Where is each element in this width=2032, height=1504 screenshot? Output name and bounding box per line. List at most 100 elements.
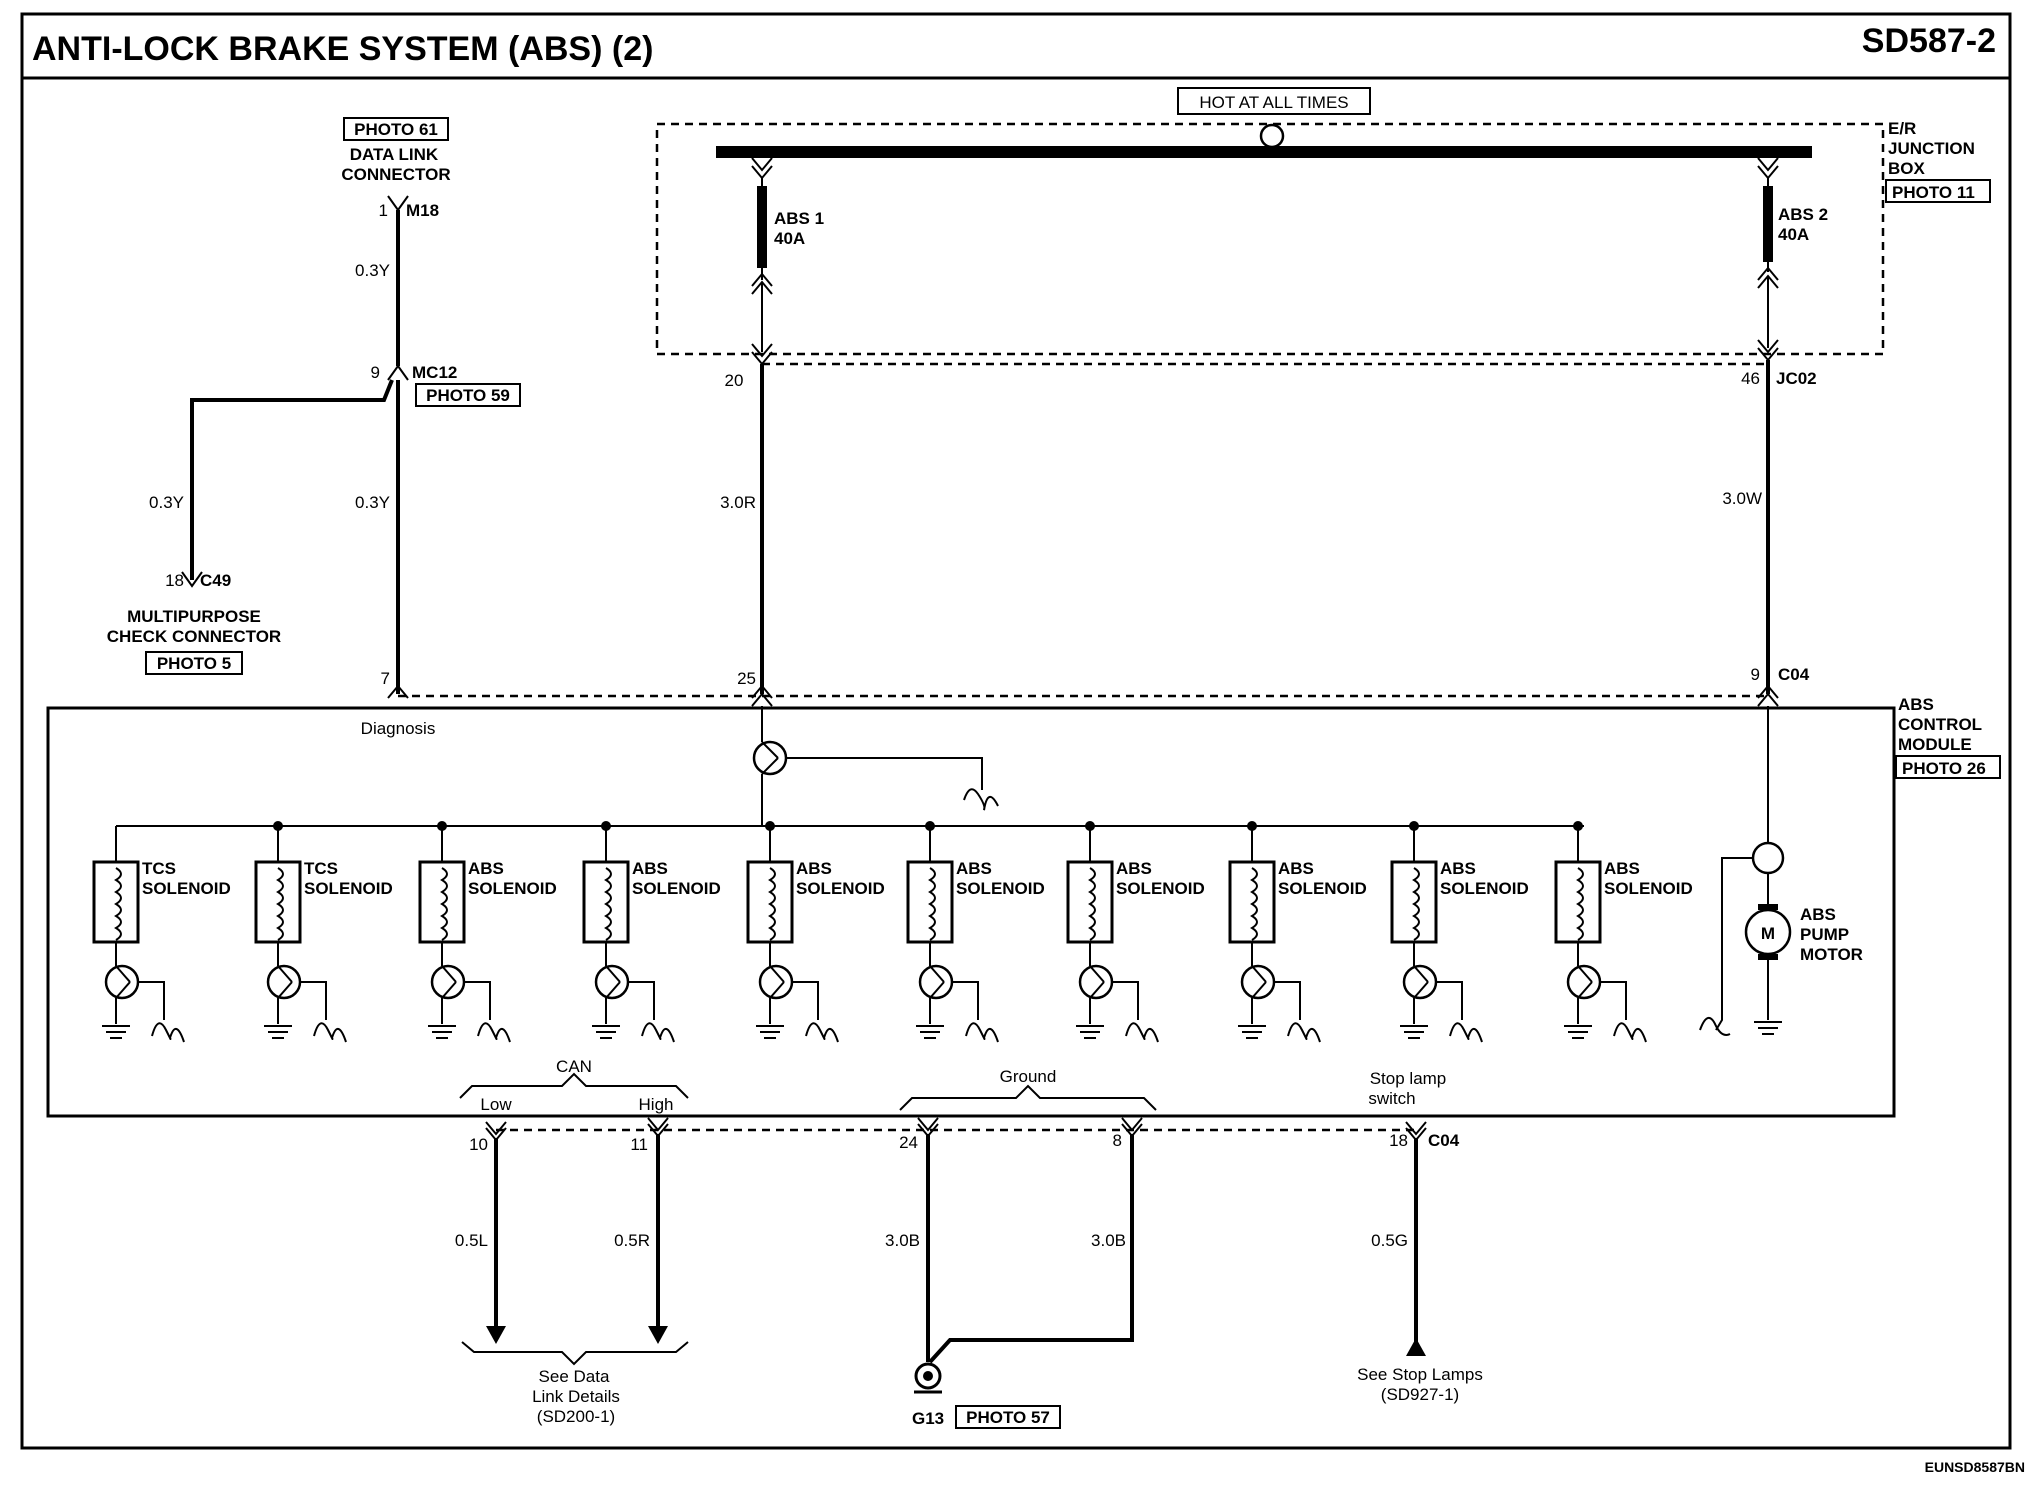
sheet-border <box>20 12 2012 1450</box>
pin-11: 11 <box>630 1135 648 1154</box>
pin-8: 8 <box>1113 1131 1122 1150</box>
solenoid-type-label: TCS <box>142 859 176 878</box>
wire-3.0W-label: 3.0W <box>1722 489 1762 508</box>
driver-transistor <box>1240 964 1276 1000</box>
pump-transistor <box>1751 841 1785 875</box>
diagnostic-wiring: PHOTO 61 DATA LINK CONNECTOR 1 M18 0.3Y … <box>107 117 521 694</box>
ground-label: Ground <box>1000 1067 1057 1086</box>
driver-transistor <box>266 964 302 1000</box>
ground-brace <box>899 1084 1157 1111</box>
solenoid-word-label: SOLENOID <box>632 879 721 898</box>
pin-9-c04: 9 <box>1751 665 1760 684</box>
hot-at-all-times-label: HOT AT ALL TIMES <box>1199 93 1348 112</box>
junction-box-label-3: BOX <box>1888 159 1926 178</box>
abs-control-module <box>46 706 1896 1118</box>
ground-g13-label: G13 <box>912 1409 944 1428</box>
doc-id: EUNSD8587BN <box>1925 1459 2025 1475</box>
pin-46: 46 <box>1741 369 1760 388</box>
photo26-label: PHOTO 26 <box>1902 759 1986 778</box>
solenoid-type-label: ABS <box>796 859 832 878</box>
driver-transistor <box>1402 964 1438 1000</box>
module-label-3: MODULE <box>1898 735 1972 754</box>
junction-box-label-2: JUNCTION <box>1888 139 1975 158</box>
stop-lamps-ref-2: (SD927-1) <box>1381 1385 1459 1404</box>
pin-7: 7 <box>381 669 390 688</box>
junction-box-label-1: E/R <box>1888 119 1916 138</box>
solenoid-coil <box>1390 860 1438 944</box>
data-link-ref-2: Link Details <box>532 1387 620 1406</box>
er-junction-box: HOT AT ALL TIMES E/R JUNCTION BOX PHOTO … <box>655 87 1991 366</box>
pump-motor-label-3: MOTOR <box>1800 945 1863 964</box>
hot-feed-node <box>1259 123 1285 149</box>
dlc-label-2: CONNECTOR <box>341 165 450 184</box>
solenoid-coil <box>418 860 466 944</box>
driver-transistor <box>594 964 630 1000</box>
wire-0.3Y-left: 0.3Y <box>149 493 184 512</box>
stop-lamp-label-2: switch <box>1368 1089 1415 1108</box>
pin-18-c04: 18 <box>1389 1131 1408 1150</box>
page-code: SD587-2 <box>1862 22 1996 60</box>
solenoid-type-label: ABS <box>632 859 668 878</box>
connector-mc12: MC12 <box>412 363 457 382</box>
pin-20: 20 <box>725 371 744 390</box>
solenoid-group: TCSSOLENOIDTCSSOLENOIDABSSOLENOIDABSSOLE… <box>92 821 1693 1043</box>
driver-transistor <box>1078 964 1114 1000</box>
fuse-abs1 <box>751 157 773 366</box>
photo57-label: PHOTO 57 <box>966 1408 1050 1427</box>
photo59-label: PHOTO 59 <box>426 386 510 405</box>
solenoid-type-label: ABS <box>1116 859 1152 878</box>
pump-motor-label-2: PUMP <box>1800 925 1849 944</box>
mpc-label-2: CHECK CONNECTOR <box>107 627 281 646</box>
solenoid-coil <box>1228 860 1276 944</box>
wire-0.5R-label: 0.5R <box>614 1231 650 1250</box>
photo59-box <box>415 383 521 407</box>
hot-label-box <box>1177 87 1371 115</box>
photo57-box <box>955 1405 1061 1429</box>
solenoid-word-label: SOLENOID <box>304 879 393 898</box>
solenoid-word-label: SOLENOID <box>956 879 1045 898</box>
solenoid-word-label: SOLENOID <box>1116 879 1205 898</box>
solenoid-coil <box>746 860 794 944</box>
driver-transistor <box>104 964 140 1000</box>
photo11-label: PHOTO 11 <box>1892 183 1975 202</box>
connector-m18: M18 <box>406 201 439 220</box>
can-label: CAN <box>556 1057 592 1076</box>
data-link-ref-1: See Data <box>539 1367 610 1386</box>
can-low-label: Low <box>480 1095 512 1114</box>
pin-10: 10 <box>469 1135 488 1154</box>
stop-lamp-label-1: Stop lamp <box>1370 1069 1447 1088</box>
wire-0.5L-label: 0.5L <box>455 1231 488 1250</box>
solenoid-word-label: SOLENOID <box>1440 879 1529 898</box>
pin-9-mc12: 9 <box>371 363 380 382</box>
photo5-box <box>145 651 243 675</box>
photo11-box <box>1885 179 1991 203</box>
solenoid-type-label: ABS <box>956 859 992 878</box>
solenoid-coil <box>906 860 954 944</box>
wire-0.3Y-top: 0.3Y <box>355 261 390 280</box>
wire-0.5G-label: 0.5G <box>1371 1231 1408 1250</box>
pump-motor-label-1: ABS <box>1800 905 1836 924</box>
photo61-label: PHOTO 61 <box>354 120 438 139</box>
fuse-abs2-rating: 40A <box>1778 225 1809 244</box>
pin-24: 24 <box>899 1133 918 1152</box>
stop-lamps-ref-1: See Stop Lamps <box>1357 1365 1483 1384</box>
solenoid-type-label: TCS <box>304 859 338 878</box>
wire-to-mpc <box>190 379 394 580</box>
pin-1: 1 <box>379 201 388 220</box>
can-brace <box>459 1072 689 1099</box>
wire-3.0R-label: 3.0R <box>720 493 756 512</box>
driver-transistor <box>918 964 954 1000</box>
photo61-box <box>343 117 449 141</box>
fuse-abs2 <box>1757 157 1779 362</box>
solenoid-word-label: SOLENOID <box>468 879 557 898</box>
driver-transistor <box>1566 964 1602 1000</box>
solenoid-type-label: ABS <box>1440 859 1476 878</box>
supply-transistor <box>752 740 788 776</box>
diagram-title: ANTI-LOCK BRAKE SYSTEM (ABS) (2) <box>32 30 653 68</box>
